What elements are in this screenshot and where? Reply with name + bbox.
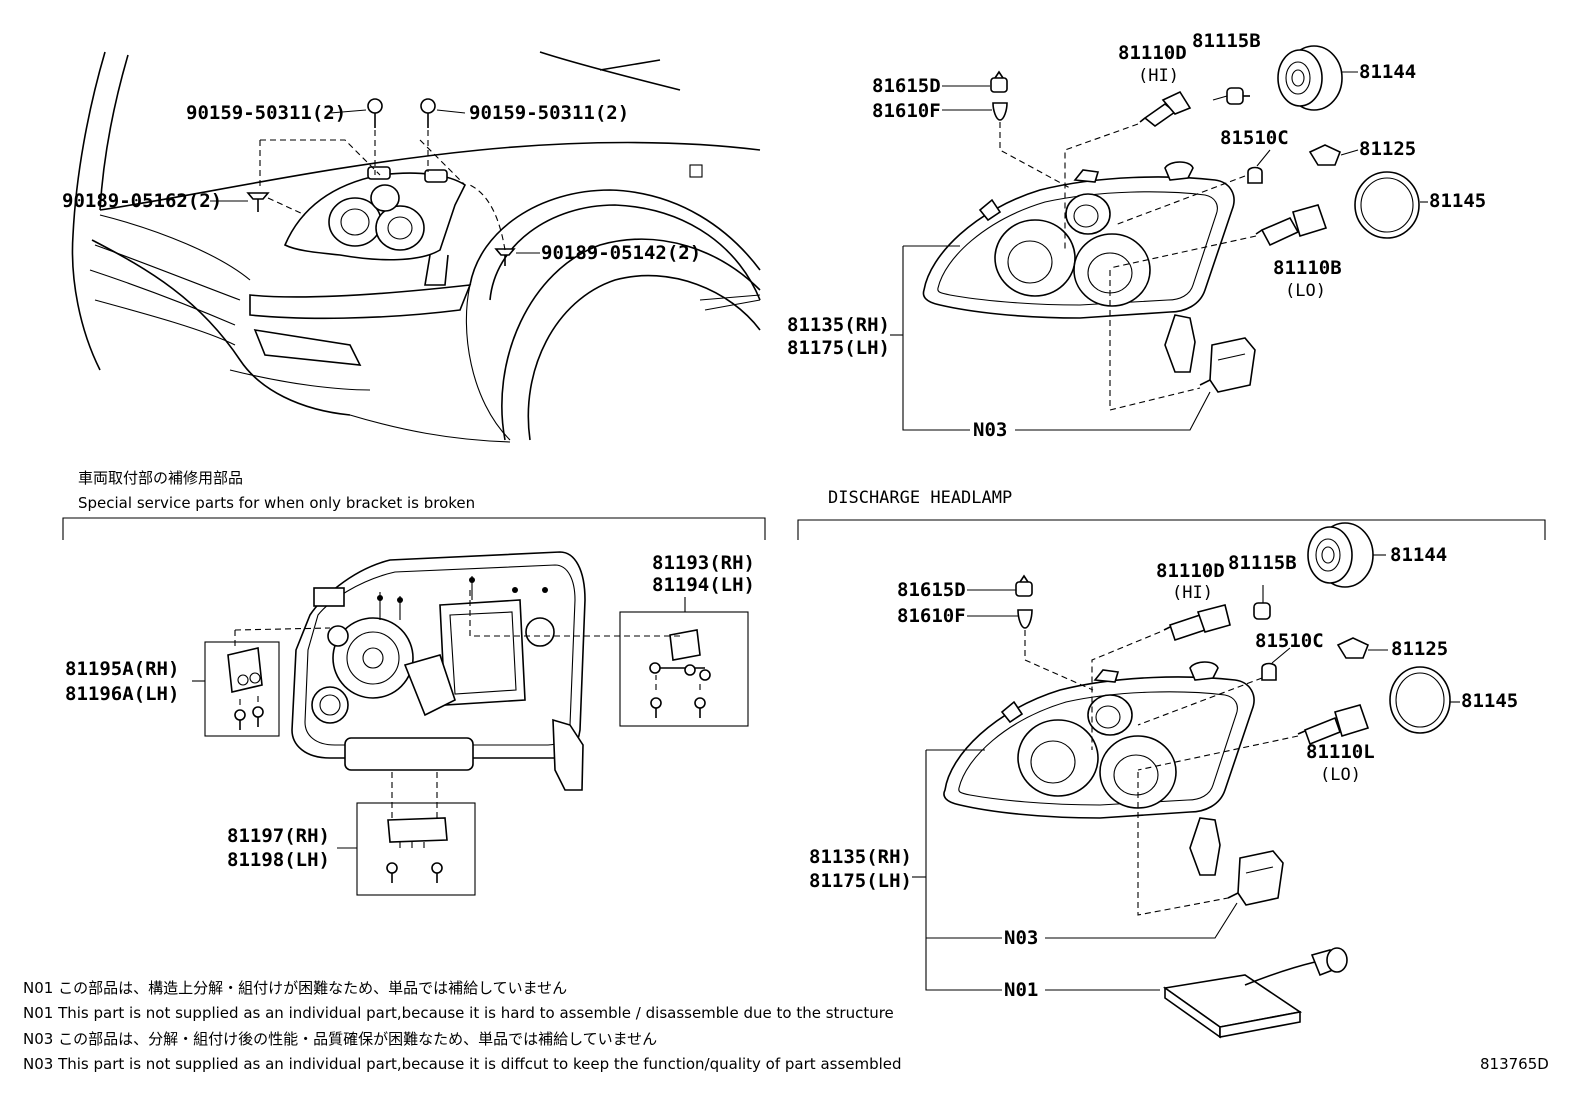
bracket-section-bracket-line bbox=[62, 517, 766, 540]
label-d-bulb-hi: 81110D bbox=[1156, 560, 1225, 582]
socket-small-icon bbox=[1015, 574, 1033, 597]
label-bracket-a-rh: 81195A(RH) bbox=[65, 658, 179, 680]
screw-icon bbox=[694, 697, 706, 718]
note-line: N03 この部品は、分解・組付け後の性能・品質確保が困難なため、単品では補給して… bbox=[23, 1030, 657, 1048]
label-bulb-small: 81610F bbox=[872, 100, 941, 122]
leveling-motor-icon bbox=[1199, 337, 1256, 393]
note-line: N01 この部品は、構造上分解・組付けが困難なため、単品では補給していません bbox=[23, 979, 567, 997]
note-line: N01 This part is not supplied as an indi… bbox=[23, 1004, 894, 1022]
label-lo: (LO) bbox=[1285, 281, 1326, 301]
socket-hi-icon bbox=[1253, 602, 1271, 620]
bracket-c-icon bbox=[387, 817, 448, 848]
label-n03: N03 bbox=[973, 419, 1007, 441]
headlamp-on-car bbox=[283, 166, 467, 286]
label-bracket-c-lh: 81198(LH) bbox=[227, 849, 330, 871]
bracket-heading-ja: 車両取付部の補修用部品 bbox=[78, 469, 243, 487]
label-cover-b: 81145 bbox=[1429, 190, 1486, 212]
discharge-title: DISCHARGE HEADLAMP bbox=[828, 488, 1012, 508]
label-bulb-lo: 81110B bbox=[1273, 257, 1342, 279]
label-d-hi: (HI) bbox=[1172, 583, 1213, 603]
label-cover-a: 81144 bbox=[1359, 61, 1416, 83]
cover-b-icon bbox=[1354, 171, 1420, 239]
label-screw-a: 90159-50311(2) bbox=[186, 102, 346, 124]
cover-b-icon bbox=[1389, 666, 1451, 734]
label-socket-hi: 81115B bbox=[1192, 30, 1261, 52]
cover-a-icon bbox=[1307, 522, 1374, 588]
screw-icon bbox=[234, 709, 246, 730]
label-bulb-hi: 81110D bbox=[1118, 42, 1187, 64]
label-bracket-a-lh: 81196A(LH) bbox=[65, 683, 179, 705]
bulb-lo-icon bbox=[1255, 204, 1328, 247]
clip-icon bbox=[494, 248, 516, 266]
bracket-box-a bbox=[204, 641, 280, 737]
screw-icon bbox=[386, 862, 398, 883]
bulb-hi-icon bbox=[1163, 604, 1231, 642]
socket-side-icon bbox=[1336, 637, 1370, 659]
bulb-side-icon bbox=[1247, 166, 1263, 184]
label-screw-b: 90159-50311(2) bbox=[469, 102, 629, 124]
bracket-a-icon bbox=[227, 647, 263, 693]
car-front-illustration bbox=[71, 51, 761, 443]
discharge-bracket-line bbox=[797, 519, 1546, 540]
label-d-socket-side: 81125 bbox=[1391, 638, 1448, 660]
bulb-side-icon bbox=[1261, 662, 1277, 681]
bulb-small-icon bbox=[992, 102, 1008, 121]
label-d-lamp-lh: 81175(LH) bbox=[809, 870, 912, 892]
label-d-socket-small: 81615D bbox=[897, 579, 966, 601]
label-d-n01: N01 bbox=[1004, 979, 1038, 1001]
screw-icon bbox=[431, 862, 443, 883]
label-clip-a: 90189-05162(2) bbox=[62, 190, 222, 212]
label-d-bulb-small: 81610F bbox=[897, 605, 966, 627]
screw-icon bbox=[252, 706, 264, 727]
label-d-lo: (LO) bbox=[1320, 765, 1361, 785]
socket-side-icon bbox=[1308, 144, 1342, 166]
socket-small-icon bbox=[990, 70, 1008, 93]
label-d-bulb-lo: 81110L bbox=[1306, 741, 1375, 763]
label-d-lamp-rh: 81135(RH) bbox=[809, 846, 912, 868]
leveling-motor-icon bbox=[1227, 850, 1284, 906]
label-bracket-b-lh: 81194(LH) bbox=[652, 574, 755, 596]
figure-id: 813765D bbox=[1480, 1055, 1549, 1073]
discharge-headlamp-assembly bbox=[943, 661, 1255, 876]
headlamp-rear-view bbox=[291, 551, 586, 791]
label-d-cover-b: 81145 bbox=[1461, 690, 1518, 712]
bracket-box-c bbox=[356, 802, 476, 896]
label-d-cover-a: 81144 bbox=[1390, 544, 1447, 566]
label-lamp-rh: 81135(RH) bbox=[787, 314, 890, 336]
label-socket-small: 81615D bbox=[872, 75, 941, 97]
label-d-n03: N03 bbox=[1004, 927, 1038, 949]
bulb-small-icon bbox=[1017, 609, 1033, 629]
cover-a-icon bbox=[1277, 45, 1343, 111]
label-d-bulb-side: 81510C bbox=[1255, 630, 1324, 652]
label-bulb-side: 81510C bbox=[1220, 127, 1289, 149]
label-bracket-b-rh: 81193(RH) bbox=[652, 552, 755, 574]
clip-icon bbox=[246, 192, 270, 212]
bracket-box-b bbox=[619, 611, 749, 727]
bracket-heading-en: Special service parts for when only brac… bbox=[78, 494, 475, 512]
screw-icon bbox=[367, 98, 383, 128]
label-lamp-lh: 81175(LH) bbox=[787, 337, 890, 359]
headlamp-assembly bbox=[922, 161, 1235, 373]
label-d-socket-hi: 81115B bbox=[1228, 552, 1297, 574]
label-socket-side: 81125 bbox=[1359, 138, 1416, 160]
bulb-hi-icon bbox=[1139, 90, 1192, 127]
bulb-lo-discharge-icon bbox=[1297, 704, 1370, 746]
label-clip-b: 90189-05142(2) bbox=[541, 242, 701, 264]
label-hi: (HI) bbox=[1138, 66, 1179, 86]
screw-icon bbox=[420, 98, 436, 128]
note-line: N03 This part is not supplied as an indi… bbox=[23, 1055, 902, 1073]
socket-hi-icon bbox=[1226, 87, 1250, 105]
screw-icon bbox=[650, 697, 662, 718]
label-bracket-c-rh: 81197(RH) bbox=[227, 825, 330, 847]
bracket-b-icon bbox=[649, 629, 711, 681]
ballast-unit-icon bbox=[1162, 947, 1348, 1039]
